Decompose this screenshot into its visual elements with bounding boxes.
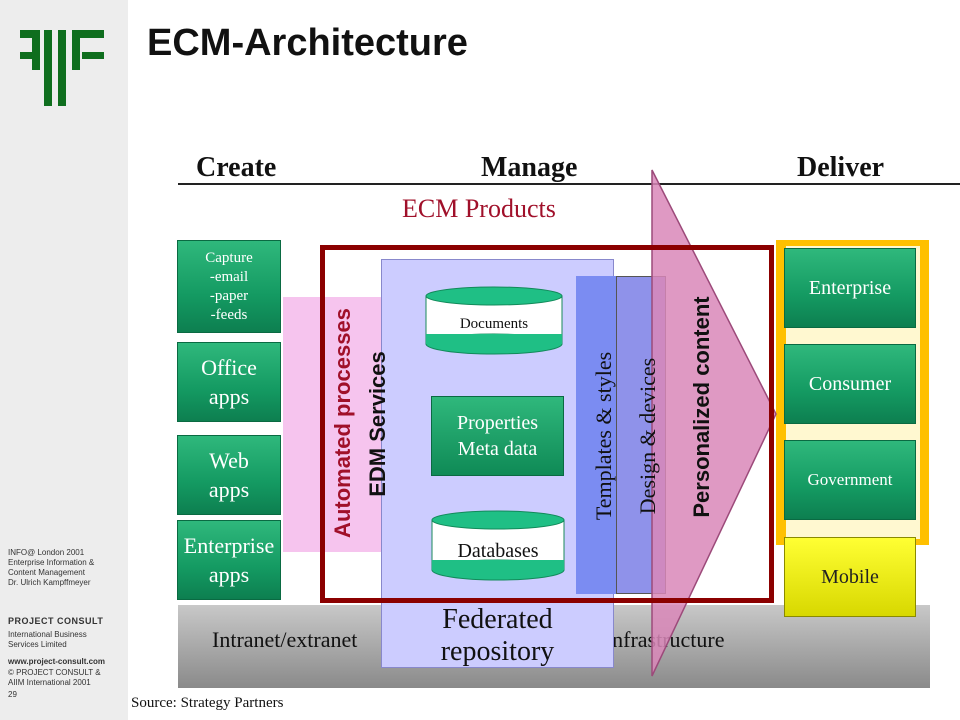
automated-processes-box bbox=[283, 297, 383, 552]
deliver-enterprise-label: Enterprise bbox=[808, 276, 892, 299]
databases-cylinder bbox=[431, 510, 565, 581]
source-note: Source: Strategy Partners bbox=[131, 695, 284, 711]
sidebar-line: INFO@ London 2001 bbox=[8, 548, 85, 557]
sidebar-line: Dr. Ulrich Kampffmeyer bbox=[8, 578, 91, 587]
deliver-government-label: Government bbox=[807, 470, 893, 489]
properties-metadata-box: Properties Meta data bbox=[431, 396, 564, 476]
office-apps-line: apps bbox=[208, 384, 250, 409]
sidebar bbox=[0, 0, 128, 720]
design-devices-label: Design & devices bbox=[635, 357, 660, 515]
column-deliver: Deliver bbox=[797, 152, 885, 183]
sidebar-copyright: © PROJECT CONSULT & AIIM International 2… bbox=[8, 668, 128, 688]
deliver-consumer-box: Consumer bbox=[784, 344, 916, 424]
web-apps-line: apps bbox=[208, 477, 250, 502]
column-manage: Manage bbox=[481, 152, 578, 183]
deliver-consumer-label: Consumer bbox=[808, 372, 892, 395]
enterprise-apps-line: apps bbox=[208, 562, 250, 587]
deliver-mobile-box: Mobile bbox=[784, 537, 916, 617]
documents-label: Documents bbox=[459, 316, 529, 332]
web-apps-line: Web bbox=[209, 448, 249, 473]
properties-line: Meta data bbox=[457, 438, 538, 460]
edm-services-label: EDM Services bbox=[365, 351, 390, 497]
templates-styles-label: Templates & styles bbox=[591, 351, 616, 521]
web-apps-box: Web apps bbox=[177, 435, 281, 515]
capture-line: -paper bbox=[209, 287, 249, 304]
deliver-mobile-label: Mobile bbox=[821, 565, 879, 588]
personalized-content-label: Personalized content bbox=[689, 296, 714, 518]
sidebar-company-desc: International Business Services Limited bbox=[8, 630, 128, 650]
capture-line: -email bbox=[209, 268, 249, 285]
project-consult-logo bbox=[20, 30, 104, 106]
infrastructure-left-label: Intranet/extranet bbox=[212, 627, 358, 652]
templates-band bbox=[576, 276, 616, 594]
column-create: Create bbox=[196, 152, 277, 183]
databases-label: Databases bbox=[457, 540, 539, 562]
automated-processes-label: Automated processes bbox=[330, 308, 355, 538]
federated-line: Federated bbox=[442, 604, 553, 635]
enterprise-apps-box: Enterprise apps bbox=[177, 520, 281, 600]
sidebar-line: International Business bbox=[8, 630, 87, 639]
ecm-products-frame bbox=[320, 245, 774, 603]
ecm-products-label: ECM Products bbox=[402, 194, 556, 223]
enterprise-apps-line: Enterprise bbox=[183, 533, 275, 558]
capture-line: Capture bbox=[205, 249, 253, 266]
sidebar-line: AIIM International 2001 bbox=[8, 678, 91, 687]
sidebar-line: Enterprise Information & bbox=[8, 558, 95, 567]
sidebar-event-info: INFO@ London 2001 Enterprise Information… bbox=[8, 548, 128, 588]
capture-line: -feeds bbox=[210, 306, 248, 323]
capture-box: Capture -email -paper -feeds bbox=[177, 240, 281, 333]
deliver-government-box: Government bbox=[784, 440, 916, 520]
header-underline bbox=[178, 183, 960, 185]
page-number: 29 bbox=[8, 690, 17, 699]
page-title: ECM-Architecture bbox=[147, 22, 468, 64]
deliver-enterprise-box: Enterprise bbox=[784, 248, 916, 328]
sidebar-company: PROJECT CONSULT bbox=[8, 616, 104, 626]
personalized-content-arrow bbox=[651, 169, 777, 677]
federated-repository-label: Federated repository bbox=[381, 604, 614, 668]
properties-line: Properties bbox=[456, 412, 539, 434]
sidebar-website: www.project-consult.com bbox=[8, 657, 106, 666]
federated-line: repository bbox=[440, 636, 555, 667]
sidebar-line: © PROJECT CONSULT & bbox=[8, 668, 101, 677]
sidebar-line: Content Management bbox=[8, 568, 85, 577]
office-apps-box: Office apps bbox=[177, 342, 281, 422]
documents-cylinder bbox=[425, 286, 563, 355]
office-apps-line: Office bbox=[201, 355, 257, 380]
sidebar-line: Services Limited bbox=[8, 640, 67, 649]
